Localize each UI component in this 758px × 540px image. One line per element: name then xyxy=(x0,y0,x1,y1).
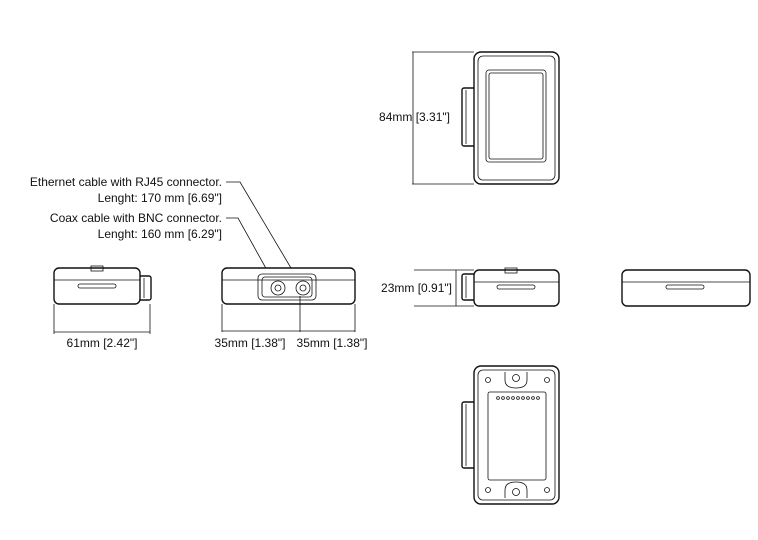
cable-callouts: Ethernet cable with RJ45 connector. Leng… xyxy=(30,175,305,291)
offset-dimensions: 35mm [1.38"] 35mm [1.38"] xyxy=(215,296,368,350)
pin-row xyxy=(496,396,540,400)
coax-length: Lenght: 160 mm [6.29"] xyxy=(98,227,222,241)
right-offset-label: 35mm [1.38"] xyxy=(297,336,368,350)
coax-title: Coax cable with BNC connector. xyxy=(50,211,222,225)
depth-dimension: 23mm [0.91"] xyxy=(381,269,474,307)
front-view xyxy=(461,51,560,185)
coax-leader xyxy=(226,217,279,291)
depth-label: 23mm [0.91"] xyxy=(381,281,452,295)
bnc-connector xyxy=(295,280,311,296)
ethernet-length: Lenght: 170 mm [6.69"] xyxy=(98,191,222,205)
left-offset-label: 35mm [1.38"] xyxy=(215,336,286,350)
top-view xyxy=(621,269,751,307)
ethernet-leader xyxy=(226,181,305,291)
side-view xyxy=(461,267,560,307)
bottom-view-left xyxy=(53,265,152,305)
width-dimension: 61mm [2.42"] xyxy=(53,304,151,350)
height-label: 84mm [3.31"] xyxy=(379,110,450,124)
width-label: 61mm [2.42"] xyxy=(67,336,138,350)
height-dimension: 84mm [3.31"] xyxy=(379,51,474,185)
ethernet-title: Ethernet cable with RJ45 connector. xyxy=(30,175,222,189)
bottom-view-connectors xyxy=(221,267,356,305)
rear-view xyxy=(461,365,560,505)
rj45-connector xyxy=(270,280,286,296)
